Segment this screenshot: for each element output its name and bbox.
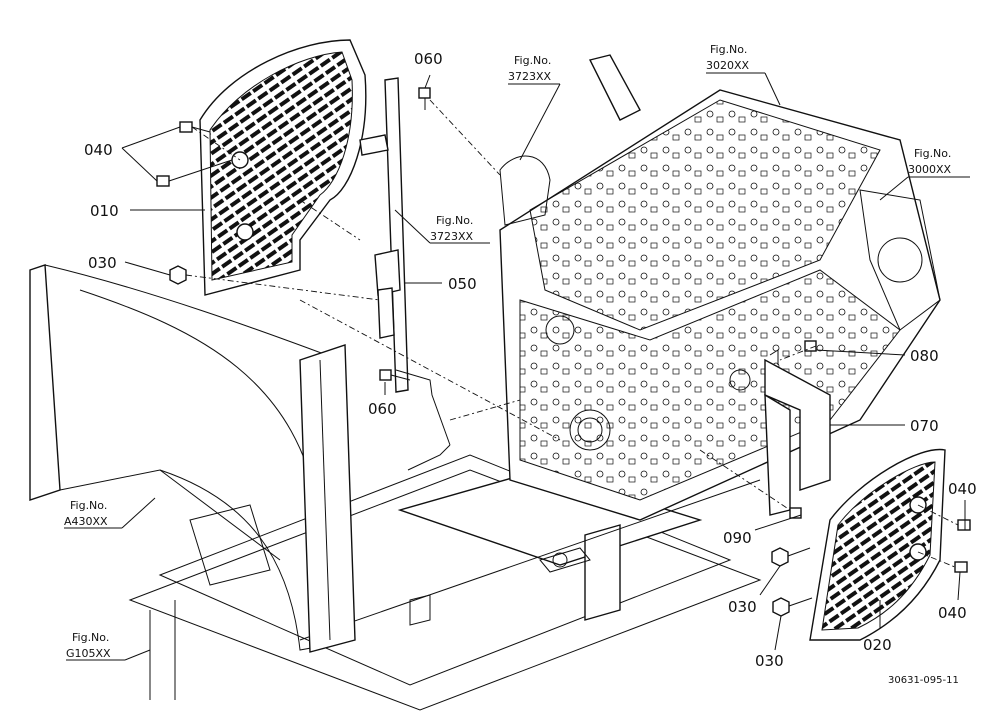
- svg-text:3723XX: 3723XX: [430, 230, 474, 243]
- fig-ref-3723-top: Fig.No. 3723XX: [508, 54, 552, 83]
- bolt-090: [789, 507, 802, 519]
- fig-ref-3723-mid: Fig.No. 3723XX: [430, 214, 474, 243]
- svg-text:Fig.No.: Fig.No.: [710, 43, 747, 56]
- label-010: 010: [90, 202, 119, 220]
- label-070: 070: [910, 417, 939, 435]
- svg-text:A430XX: A430XX: [64, 515, 108, 528]
- figure-references: Fig.No. 3723XX Fig.No. 3020XX Fig.No. 30…: [64, 43, 952, 660]
- svg-text:G105XX: G105XX: [66, 647, 111, 660]
- engine-block: [499, 54, 941, 521]
- label-040-right-a: 040: [948, 480, 977, 498]
- svg-text:Fig.No.: Fig.No.: [70, 499, 107, 512]
- nut-030-right-upper: [771, 547, 811, 567]
- radiator-shroud: [29, 264, 356, 653]
- document-code: 30631-095-11: [888, 675, 959, 686]
- bracket-070: [764, 349, 831, 516]
- svg-text:Fig.No.: Fig.No.: [436, 214, 473, 227]
- label-030-right-a: 030: [728, 598, 757, 616]
- nut-030-right-lower: [772, 597, 813, 617]
- label-020: 020: [863, 636, 892, 654]
- svg-text:3723XX: 3723XX: [508, 70, 552, 83]
- bolt-040-right-lower: [954, 561, 968, 573]
- label-040-right-b: 040: [938, 604, 967, 622]
- fig-ref-3000: Fig.No. 3000XX: [908, 147, 952, 176]
- fig-ref-3020: Fig.No. 3020XX: [706, 43, 750, 72]
- fig-ref-g105: Fig.No. G105XX: [66, 631, 111, 660]
- assembly-lines: [185, 99, 959, 568]
- svg-text:Fig.No.: Fig.No.: [514, 54, 551, 67]
- svg-text:3000XX: 3000XX: [908, 163, 952, 176]
- svg-text:Fig.No.: Fig.No.: [72, 631, 109, 644]
- label-030-left: 030: [88, 254, 117, 272]
- label-080: 080: [910, 347, 939, 365]
- svg-text:3020XX: 3020XX: [706, 59, 750, 72]
- label-050: 050: [448, 275, 477, 293]
- leader-lines: [64, 72, 970, 661]
- label-040-left: 040: [84, 141, 113, 159]
- label-060-bottom: 060: [368, 400, 397, 418]
- bolt-060-top: [418, 87, 431, 110]
- label-060-top: 060: [414, 50, 443, 68]
- fig-ref-a430: Fig.No. A430XX: [64, 499, 108, 528]
- fasteners: [156, 87, 971, 617]
- chassis-frame: [128, 454, 762, 711]
- side-cover-020: [809, 448, 946, 641]
- side-cover-010: [199, 39, 367, 296]
- label-030-right-b: 030: [755, 652, 784, 670]
- bolt-040-right-upper: [957, 519, 971, 531]
- bracket-050: [359, 77, 451, 471]
- part-labels: 040 010 030 060 050 060 080 070 090 030 …: [84, 50, 977, 670]
- bolt-060-bottom: [379, 369, 411, 381]
- nut-030-left: [169, 265, 187, 285]
- label-090: 090: [723, 529, 752, 547]
- svg-text:Fig.No.: Fig.No.: [914, 147, 951, 160]
